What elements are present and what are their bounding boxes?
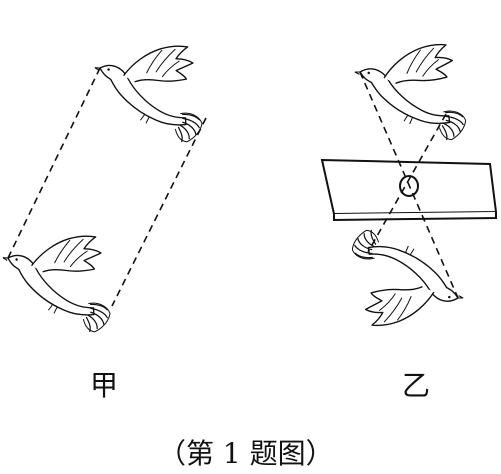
label-jia: 甲 xyxy=(90,369,119,402)
figure-caption: （第 1 题图） xyxy=(158,437,334,470)
label-yi: 乙 xyxy=(402,369,431,402)
projection-rays xyxy=(359,71,459,299)
dove-top-left xyxy=(80,20,225,147)
dove-bottom-left xyxy=(0,210,133,337)
pinhole-screen xyxy=(320,158,498,222)
